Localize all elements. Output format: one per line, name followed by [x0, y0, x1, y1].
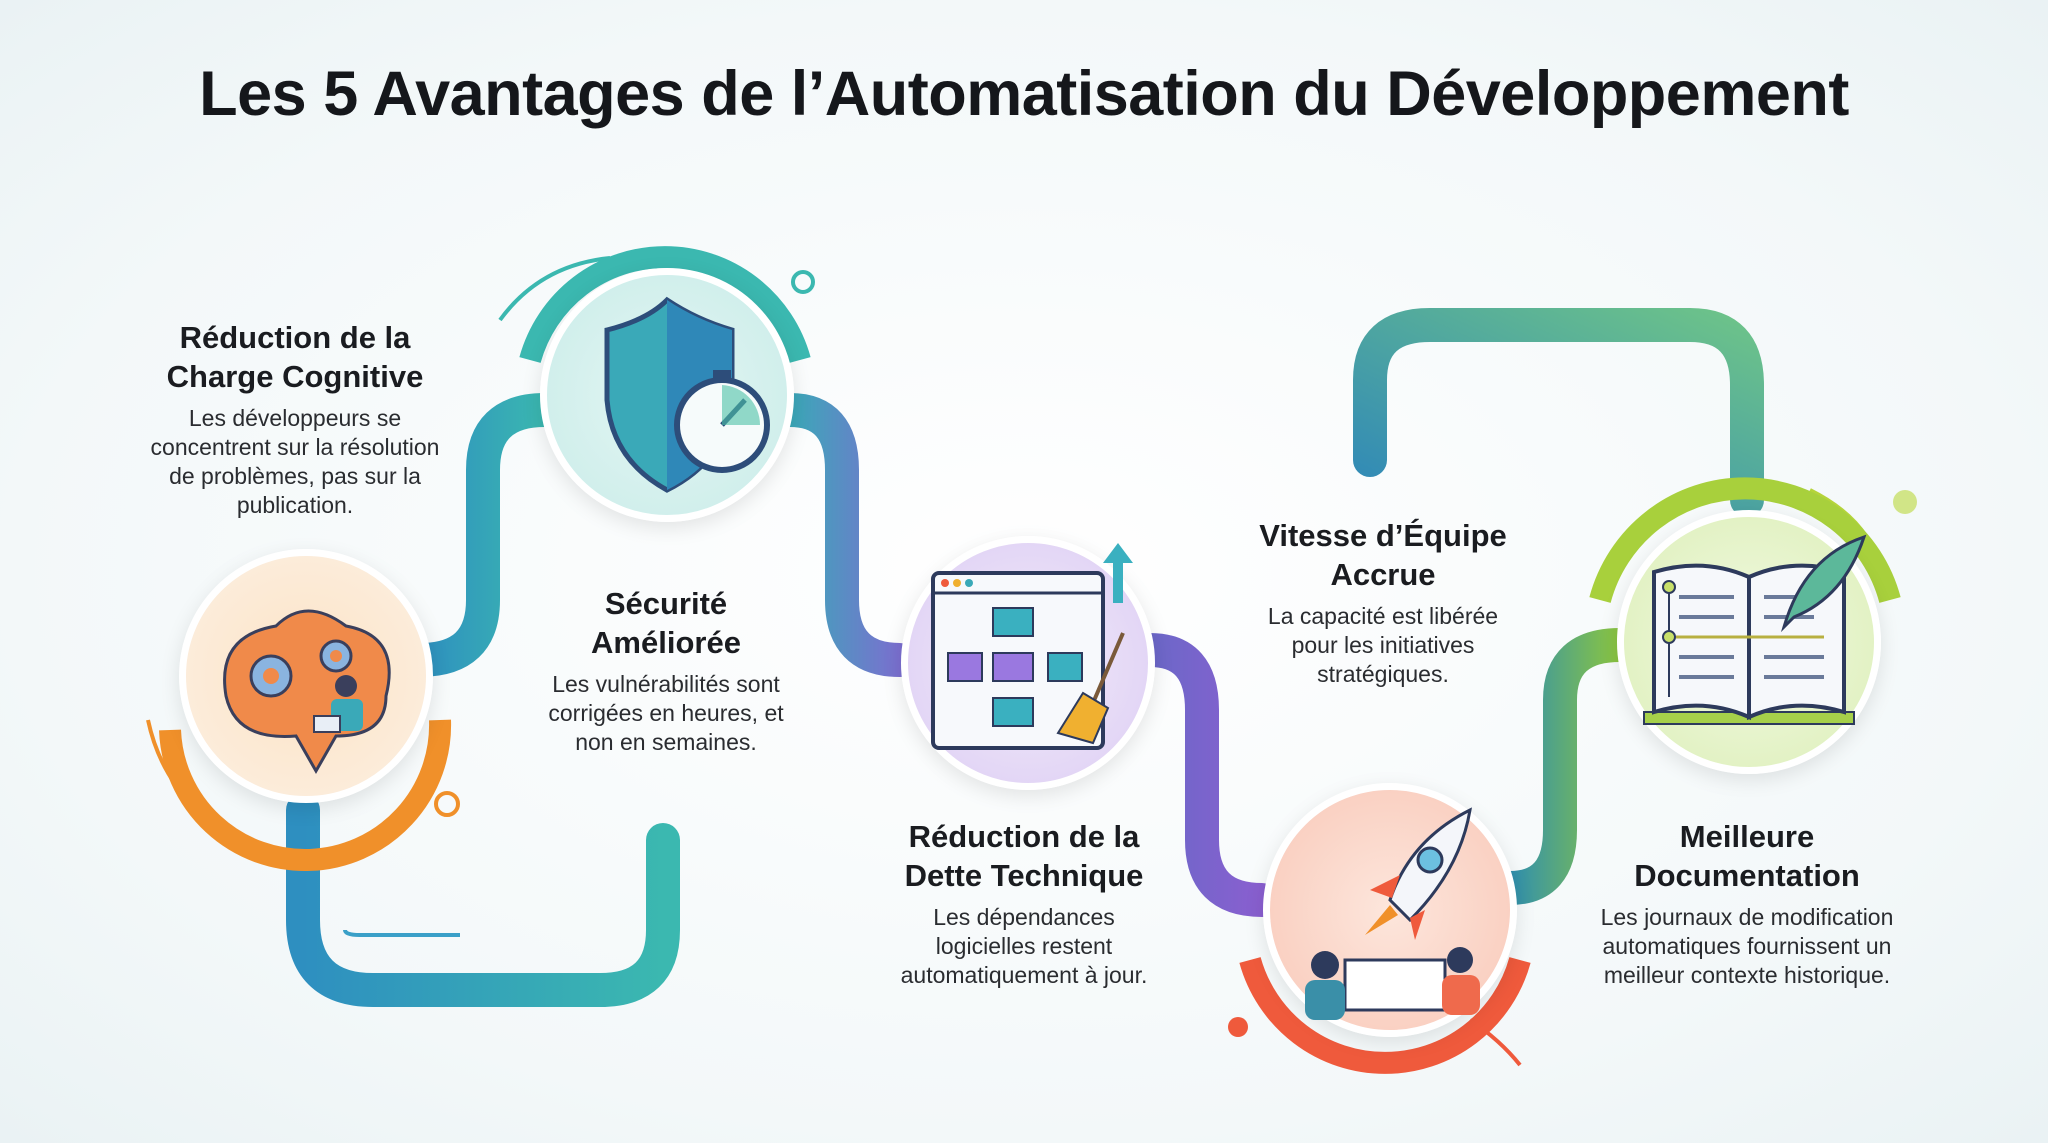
benefit-title: Vitesse d’Équipe: [1259, 518, 1507, 553]
benefit-description: Les vulnérabilités sont: [552, 671, 780, 697]
path-segment-2-3: [773, 393, 917, 677]
benefit-description: Les développeurs se: [188, 405, 402, 431]
shield-illustration: [540, 268, 794, 522]
flowchart-illustration: [901, 536, 1155, 790]
benefit-description: corrigées en heures, et: [548, 700, 784, 726]
shield-stopwatch-icon: [604, 296, 770, 493]
benefit-title: Réduction de la: [179, 320, 411, 355]
path-segment-loop: [286, 793, 680, 1007]
benefit-title: Sécurité: [604, 586, 728, 621]
benefit-title: Documentation: [1634, 858, 1860, 893]
page-title: Les 5 Avantages de l’Automatisation du D…: [199, 59, 1849, 129]
benefit-description: Les journaux de modification: [1600, 904, 1894, 930]
benefit-title: Réduction de la: [908, 819, 1140, 854]
benefit-description: stratégiques.: [1317, 661, 1449, 687]
benefit-cognitive-load: Réduction de la Charge Cognitive Les déve…: [115, 318, 475, 520]
benefit-description: Les dépendances: [933, 904, 1115, 930]
benefit-title: Améliorée: [591, 625, 741, 660]
benefit-description: pour les initiatives: [1291, 632, 1475, 658]
open-book-quill-icon: [1643, 534, 1867, 725]
brain-gears-icon: [223, 609, 391, 775]
benefit-title: Accrue: [1330, 557, 1436, 592]
brain-illustration: [179, 549, 433, 803]
flowchart-broom-icon: [931, 543, 1133, 750]
benefit-description: concentrent sur la résolution: [150, 434, 440, 460]
benefit-description: automatiques fournissent un: [1602, 933, 1892, 959]
path-segment-3-4: [1133, 633, 1279, 917]
rocket-illustration: [1263, 783, 1517, 1037]
benefit-description: La capacité est libérée: [1267, 603, 1499, 629]
path-segment-1-2: [403, 393, 562, 677]
benefit-description: logicielles restent: [935, 933, 1113, 959]
benefit-technical-debt: Réduction de la Dette Technique Les dépen…: [844, 817, 1204, 990]
benefit-title: Meilleure: [1679, 819, 1815, 854]
benefit-title: Charge Cognitive: [166, 359, 424, 394]
benefit-title: Dette Technique: [904, 858, 1144, 893]
benefit-description: automatiquement à jour.: [900, 962, 1148, 988]
path-segment-4-5: [1493, 628, 1637, 905]
benefit-description: de problèmes, pas sur la: [169, 463, 421, 489]
benefit-description: publication.: [236, 492, 354, 518]
benefit-description: meilleur contexte historique.: [1603, 962, 1891, 988]
rocket-team-icon: [1305, 807, 1480, 1020]
path-segment-top-loop: [1353, 308, 1764, 517]
book-illustration: [1617, 510, 1881, 774]
benefit-description: non en semaines.: [575, 729, 757, 755]
